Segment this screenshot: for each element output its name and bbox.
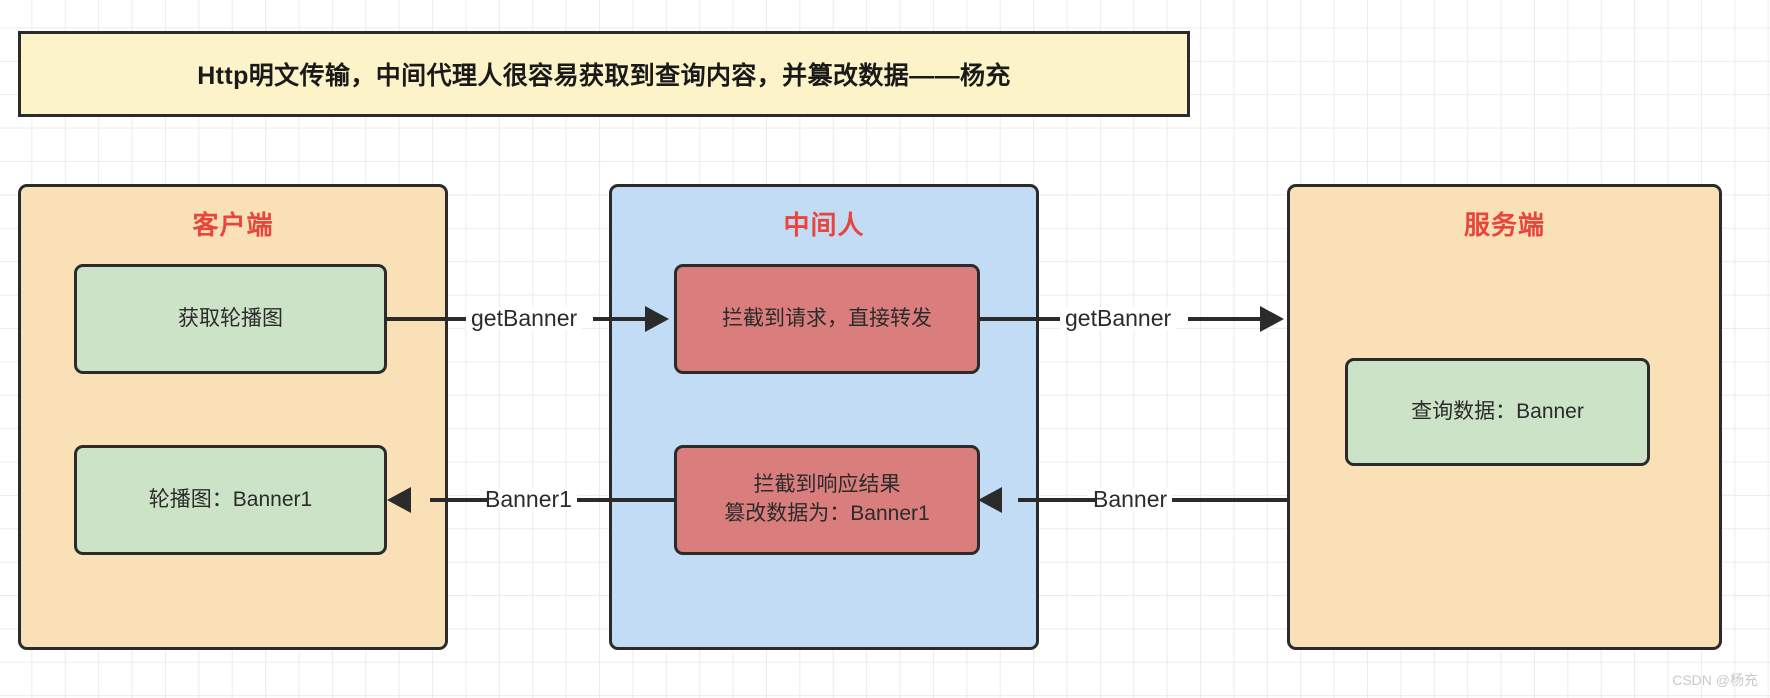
lane-client: 客户端: [18, 184, 448, 650]
node-carousel-result: 轮播图：Banner1: [74, 445, 387, 555]
arrowhead-server-to-mitm-icon: [978, 487, 1002, 513]
connector-label-server-to-mitm: Banner: [1088, 488, 1173, 511]
connector-server-to-mitm-segment-right: [1095, 498, 1287, 502]
connector-mitm-to-client-segment-right: [522, 498, 674, 502]
connector-client-to-mitm-segment-right: [593, 317, 648, 321]
connector-mitm-to-server-segment-left: [978, 317, 1064, 321]
connector-mitm-to-client-segment-left: [430, 498, 487, 502]
lane-title-mitm: 中间人: [783, 210, 865, 240]
node-get-banner: 获取轮播图: [74, 264, 387, 374]
node-query-data: 查询数据：Banner: [1345, 358, 1650, 466]
node-query-data-line-1: 查询数据：Banner: [1411, 399, 1584, 423]
lane-mitm: 中间人: [609, 184, 1039, 650]
connector-server-to-mitm-segment-left: [1018, 498, 1096, 502]
node-intercept-request: 拦截到请求，直接转发: [674, 264, 980, 374]
connector-mitm-to-server-segment-right: [1188, 317, 1263, 321]
arrowhead-client-to-mitm-icon: [645, 306, 669, 332]
lane-title-server: 服务端: [1463, 210, 1545, 240]
title-banner: Http明文传输，中间代理人很容易获取到查询内容，并篡改数据——杨充: [18, 31, 1190, 117]
node-carousel-result-line-1: 轮播图：Banner1: [148, 487, 313, 511]
connector-label-mitm-to-server: getBanner: [1060, 307, 1177, 330]
node-get-banner-line-1: 获取轮播图: [178, 306, 283, 330]
node-intercept-response-line-2: 篡改数据为：Banner1: [724, 502, 930, 525]
node-intercept-response: 拦截到响应结果 篡改数据为：Banner1: [674, 445, 980, 555]
lane-title-client: 客户端: [192, 210, 274, 240]
page-title: Http明文传输，中间代理人很容易获取到查询内容，并篡改数据——杨充: [197, 62, 1011, 90]
connector-client-to-mitm-segment-left: [385, 317, 470, 321]
watermark: CSDN @杨充: [1672, 672, 1758, 688]
node-intercept-response-line-1: 拦截到响应结果: [753, 473, 901, 497]
connector-label-mitm-to-client: Banner1: [480, 488, 577, 511]
arrowhead-mitm-to-server-icon: [1260, 306, 1284, 332]
arrowhead-mitm-to-client-icon: [387, 487, 411, 513]
connector-label-client-to-mitm: getBanner: [466, 307, 583, 330]
node-intercept-request-line-1: 拦截到请求，直接转发: [722, 306, 932, 330]
